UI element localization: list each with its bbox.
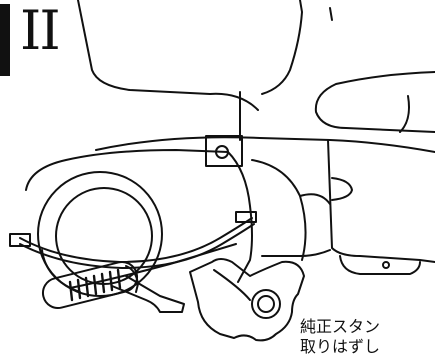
side-stand-bolt-outer: [251, 289, 281, 319]
kick-lever: [111, 275, 185, 313]
frame-line: [95, 136, 435, 153]
body-panel-outline: [77, 0, 303, 111]
foot-peg-rubber: [41, 261, 139, 309]
cable-left: [19, 217, 253, 263]
caption-line-2: 取りはずし: [300, 337, 381, 356]
flywheel-cover-outer: [37, 171, 163, 297]
right-cowl-outline: [314, 71, 435, 133]
cable-left-clip: [9, 233, 31, 247]
side-stand-bracket: [189, 258, 305, 342]
cable-right-clip: [235, 211, 257, 223]
right-engine-block: [327, 139, 435, 263]
section-marker-bar: [0, 4, 10, 76]
section-numeral: II: [20, 0, 61, 62]
flywheel-cover-inner: [55, 187, 153, 285]
side-stand-bolt-inner: [257, 295, 275, 313]
caption-line-1: 純正スタン: [300, 317, 381, 336]
